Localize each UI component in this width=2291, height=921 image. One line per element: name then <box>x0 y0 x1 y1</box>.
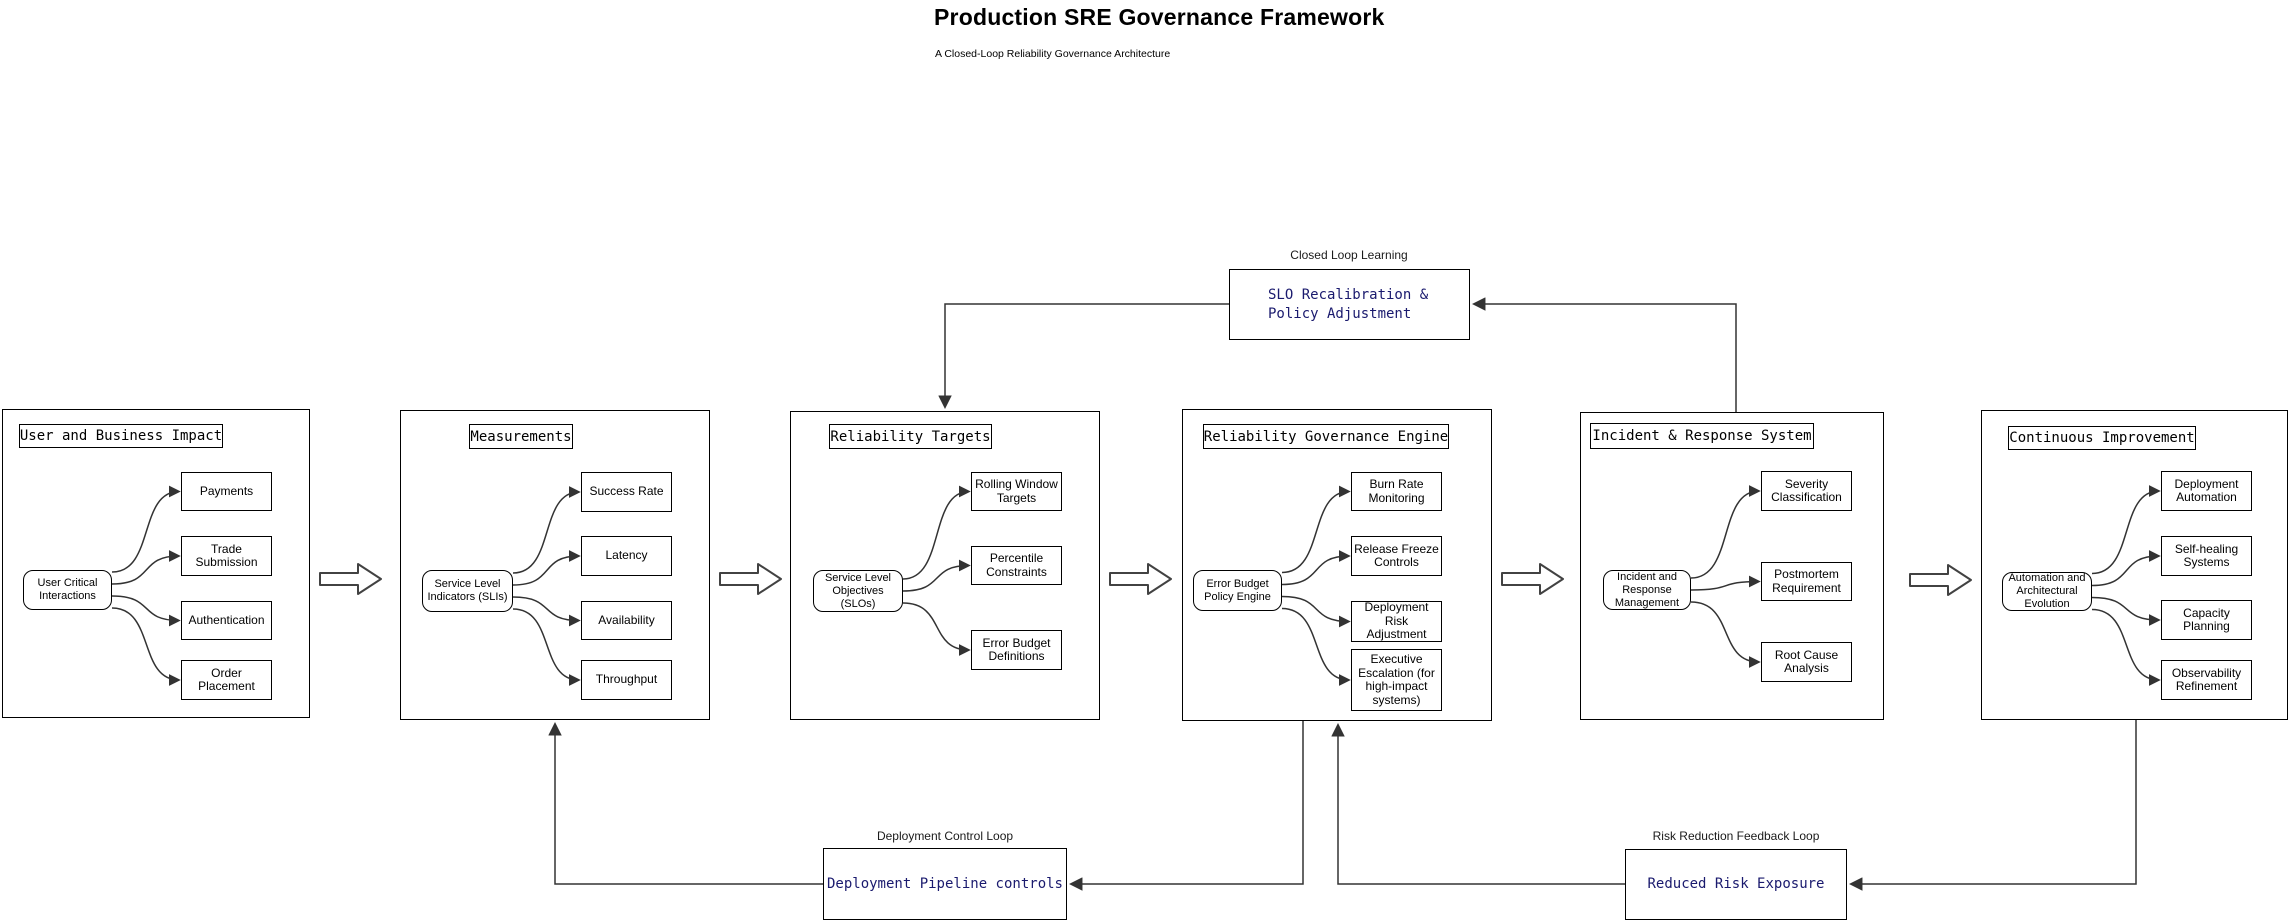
child-node: Availability <box>581 601 672 640</box>
flow-arrow-icon <box>1109 563 1172 595</box>
connector-incident-to-slo-recalibration <box>1471 297 1737 412</box>
loop-box-reduced-risk-exposure: Reduced Risk Exposure <box>1625 849 1847 920</box>
child-node: Burn Rate Monitoring <box>1351 472 1442 511</box>
container-continuous-improvement: Continuous Improvement Automation and Ar… <box>1981 410 2288 720</box>
child-node: Capacity Planning <box>2161 600 2252 640</box>
center-node: Service Level Objectives (SLOs) <box>813 570 903 612</box>
connector-deployment-pipeline-to-measurements <box>548 721 823 885</box>
container-reliability-governance-engine: Reliability Governance Engine Error Budg… <box>1182 409 1492 721</box>
edge-curve <box>1281 550 1351 586</box>
edge-curve <box>512 550 581 586</box>
edge-curve <box>1690 601 1761 668</box>
child-node: Root Cause Analysis <box>1761 642 1852 682</box>
edge-curve <box>512 486 581 574</box>
container-title: Reliability Governance Engine <box>1203 424 1449 449</box>
child-node: Release Freeze Controls <box>1351 536 1442 576</box>
edge-curve <box>902 559 971 592</box>
center-node: Error Budget Policy Engine <box>1193 570 1282 611</box>
child-node: Authentication <box>181 601 272 640</box>
edge-curve <box>512 596 581 627</box>
child-node: Error Budget Definitions <box>971 630 1062 670</box>
child-node: Deployment Risk Adjustment <box>1351 601 1442 642</box>
container-title: User and Business Impact <box>19 424 223 448</box>
connector-slo-recalibration-to-reliability-targets <box>938 303 1229 410</box>
container-reliability-targets: Reliability Targets Service Level Object… <box>790 411 1100 720</box>
edge-curves <box>1281 485 1351 686</box>
child-node: Latency <box>581 536 672 576</box>
edge-curve <box>111 607 181 686</box>
edge-curve <box>111 550 181 585</box>
edge-curve <box>1281 607 1351 686</box>
flow-arrow-icon <box>1501 563 1564 595</box>
edge-curve <box>1690 575 1761 591</box>
center-node: Service Level Indicators (SLIs) <box>422 570 513 612</box>
container-incident-response-system: Incident & Response System Incident and … <box>1580 412 1884 720</box>
child-node: Deployment Automation <box>2161 471 2252 511</box>
edge-curve <box>111 485 181 573</box>
page-subtitle: A Closed-Loop Reliability Governance Arc… <box>935 48 1171 60</box>
child-node: Observability Refinement <box>2161 660 2252 700</box>
child-node: Self-healing Systems <box>2161 536 2252 576</box>
child-node: Success Rate <box>581 472 672 512</box>
child-node: Severity Classification <box>1761 471 1852 511</box>
child-node: Throughput <box>581 660 672 700</box>
center-node: Automation and Architectural Evolution <box>2002 572 2092 611</box>
edge-curve <box>2091 596 2161 626</box>
edge-curve <box>1281 485 1351 574</box>
edge-curve <box>1690 485 1761 579</box>
edge-curve <box>2091 608 2161 686</box>
edge-curve <box>111 595 181 627</box>
flow-arrow-icon <box>1909 564 1972 596</box>
child-node: Percentile Constraints <box>971 546 1062 585</box>
loop-box-deployment-pipeline-controls: Deployment Pipeline controls <box>823 848 1067 920</box>
container-title: Measurements <box>469 424 573 449</box>
loop-box-slo-recalibration: SLO Recalibration & Policy Adjustment <box>1229 269 1470 340</box>
edge-curve <box>902 485 971 580</box>
child-node: Postmortem Requirement <box>1761 562 1852 601</box>
flow-arrow-icon <box>719 563 782 595</box>
edge-curve <box>2091 485 2161 575</box>
edge-curve <box>902 602 971 656</box>
connector-reduced-risk-to-governance <box>1331 722 1625 885</box>
child-node: Trade Submission <box>181 536 272 576</box>
loop-label-deployment-control-loop: Deployment Control Loop <box>876 829 1014 843</box>
child-node: Payments <box>181 472 272 511</box>
container-title: Incident & Response System <box>1590 423 1814 449</box>
connector-governance-to-deployment-pipeline <box>1068 721 1304 891</box>
loop-label-closed-loop-learning: Closed Loop Learning <box>1290 248 1408 262</box>
edge-curve <box>1281 595 1351 628</box>
child-node: Executive Escalation (for high-impact sy… <box>1351 649 1442 711</box>
connector-improvement-to-reduced-risk <box>1848 720 2137 891</box>
flow-arrow-icon <box>319 563 382 595</box>
center-node: Incident and Response Management <box>1603 570 1691 610</box>
loop-label-risk-reduction-feedback-loop: Risk Reduction Feedback Loop <box>1652 829 1820 843</box>
container-measurements: Measurements Service Level Indicators (S… <box>400 410 710 720</box>
child-node: Rolling Window Targets <box>971 472 1062 511</box>
container-user-and-business-impact: User and Business Impact User Critical I… <box>2 409 310 718</box>
edge-curve <box>2091 550 2161 587</box>
center-node: User Critical Interactions <box>23 570 112 610</box>
container-title: Continuous Improvement <box>2008 426 2196 450</box>
child-node: Order Placement <box>181 660 272 700</box>
page-title: Production SRE Governance Framework <box>934 4 1385 30</box>
container-title: Reliability Targets <box>829 424 992 449</box>
edge-curve <box>512 608 581 686</box>
